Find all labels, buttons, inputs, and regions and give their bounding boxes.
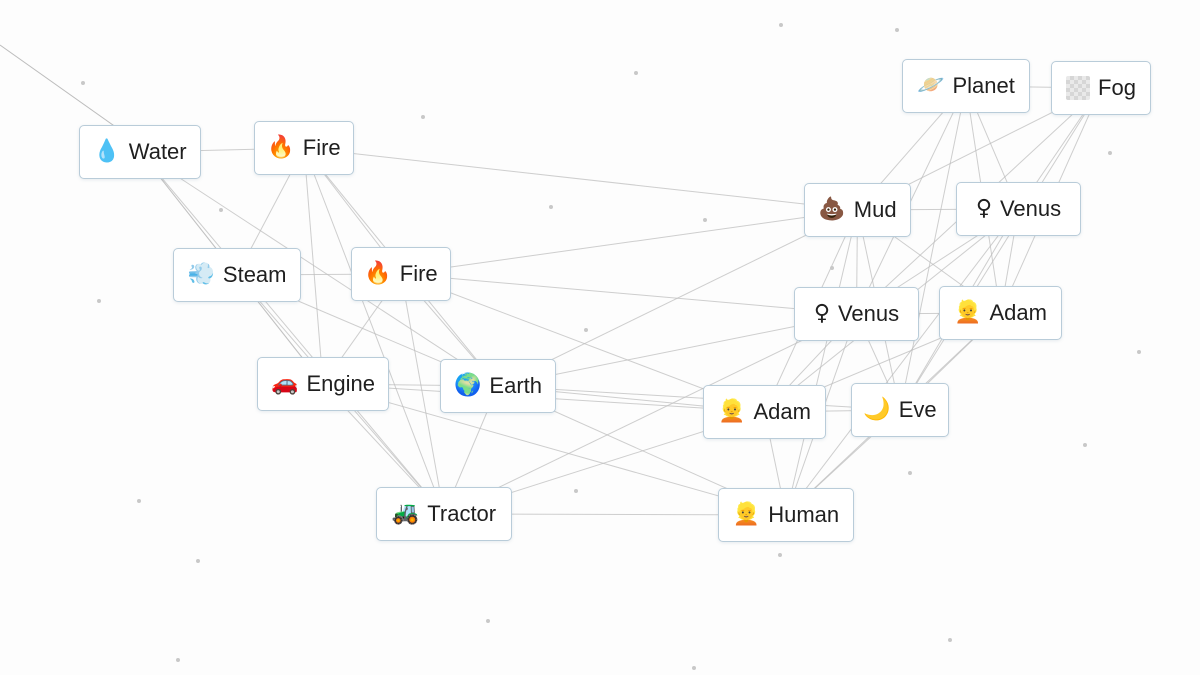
background-dot (1108, 151, 1112, 155)
background-dot (219, 208, 223, 212)
man-face-icon: 👱 (732, 502, 761, 527)
steam-cloud-icon: 💨 (187, 262, 215, 287)
connection-line (443, 313, 857, 515)
background-dot (830, 266, 834, 270)
background-dot (176, 658, 180, 662)
connection-line (856, 85, 967, 315)
connection-line (400, 273, 445, 515)
connection-line (303, 147, 445, 515)
tile-label: Fire (302, 135, 341, 160)
tile-label: Fog (1098, 75, 1136, 100)
background-dot (692, 666, 696, 670)
connection-line (322, 383, 787, 516)
tile-label: Water (128, 139, 187, 164)
background-dot (779, 23, 783, 27)
background-dot (908, 471, 912, 475)
tile-planet[interactable]: 🪐 Planet (902, 59, 1030, 113)
background-dot (486, 619, 490, 623)
background-dot (97, 299, 101, 303)
background-dot (81, 81, 85, 85)
connection-line (139, 151, 499, 387)
tile-label: Steam (222, 262, 287, 287)
fog-icon (1066, 76, 1091, 100)
man-face-icon: 👱 (718, 399, 746, 424)
connection-line (400, 209, 858, 275)
background-dot (584, 328, 588, 332)
venus-symbol-icon: ♀ (975, 196, 992, 221)
tile-mud[interactable]: 💩 Mud (804, 183, 911, 237)
background-dot (1137, 350, 1141, 354)
background-dot (137, 499, 141, 503)
tile-label: Human (768, 502, 840, 527)
background-dot (549, 205, 553, 209)
background-dot (1083, 443, 1087, 447)
tile-human[interactable]: 👱 Human (718, 488, 854, 542)
tile-label: Earth (489, 373, 542, 398)
tile-label: Tractor (427, 501, 497, 526)
connection-line (400, 273, 857, 315)
tile-adam2[interactable]: 👱 Adam (703, 385, 826, 439)
background-dot (421, 115, 425, 119)
background-dot (895, 28, 899, 32)
tile-label: Engine (306, 371, 375, 396)
tile-label: Venus (999, 196, 1062, 221)
background-dot (634, 71, 638, 75)
connection-line (899, 87, 1102, 411)
connection-line (785, 209, 858, 516)
car-icon: 🚗 (271, 371, 299, 396)
tile-label: Adam (989, 300, 1047, 325)
tile-venus1[interactable]: ♀ Venus (956, 182, 1081, 236)
connection-line (497, 209, 858, 387)
background-dot (948, 638, 952, 642)
tile-label: Adam (753, 399, 811, 424)
tile-adam1[interactable]: 👱 Adam (939, 286, 1062, 340)
connection-line (0, 44, 121, 131)
ringed-planet-icon: 🪐 (917, 73, 945, 98)
connection-line (899, 85, 967, 411)
tile-fog[interactable]: Fog (1051, 61, 1151, 115)
background-dots (81, 23, 1141, 670)
tile-label: Eve (898, 397, 937, 422)
connection-line (785, 208, 1019, 516)
tile-label: Fire (399, 261, 438, 286)
tile-fire1[interactable]: 🔥 Fire (254, 121, 354, 175)
crescent-moon-icon: 🌙 (863, 397, 891, 422)
fire-icon: 🔥 (267, 135, 295, 160)
connection-line (139, 151, 445, 515)
tile-water[interactable]: 💧 Water (79, 125, 201, 179)
background-dot (703, 218, 707, 222)
connection-line (303, 147, 858, 211)
background-dot (574, 489, 578, 493)
connection-line (497, 385, 901, 411)
tile-tractor[interactable]: 🚜 Tractor (376, 487, 512, 541)
tile-earth[interactable]: 🌍 Earth (440, 359, 556, 413)
venus-symbol-icon: ♀ (813, 301, 830, 326)
tile-label: Mud (853, 197, 897, 222)
mud-pile-icon: 💩 (818, 197, 846, 222)
globe-icon: 🌍 (454, 373, 482, 398)
tile-steam[interactable]: 💨 Steam (173, 248, 301, 302)
connection-lines (0, 44, 1102, 516)
tile-label: Planet (952, 73, 1015, 98)
tile-venus2[interactable]: ♀ Venus (794, 287, 919, 341)
man-face-icon: 👱 (954, 300, 982, 325)
connection-line (303, 147, 324, 385)
water-drop-icon: 💧 (93, 139, 121, 164)
tractor-icon: 🚜 (391, 501, 420, 526)
background-dot (778, 553, 782, 557)
tile-eve[interactable]: 🌙 Eve (851, 383, 949, 437)
background-dot (196, 559, 200, 563)
tile-fire2[interactable]: 🔥 Fire (351, 247, 451, 301)
fire-icon: 🔥 (364, 261, 392, 286)
tile-label: Venus (837, 301, 900, 326)
tile-engine[interactable]: 🚗 Engine (257, 357, 389, 411)
